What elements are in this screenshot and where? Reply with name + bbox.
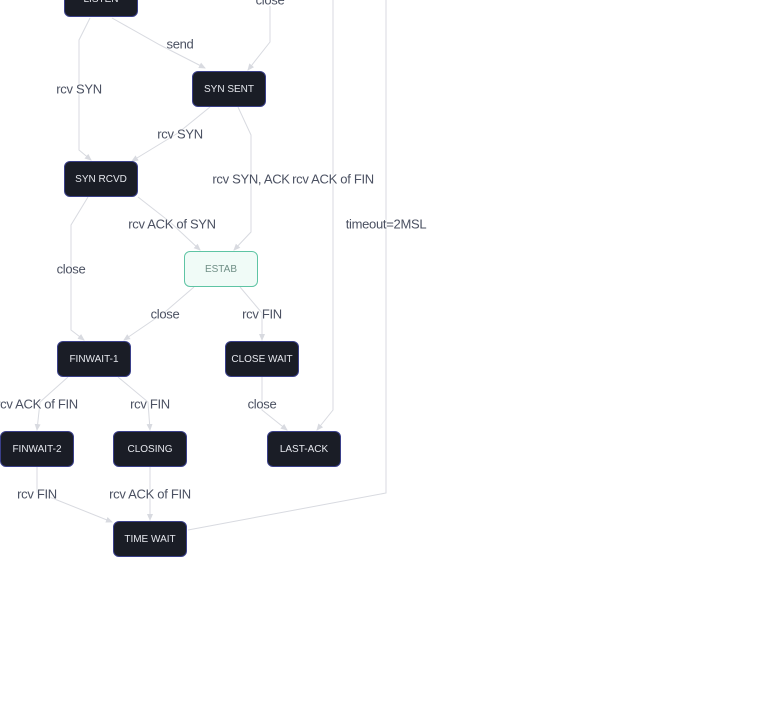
edge-top-lastack — [316, 0, 334, 431]
edge-label-close-left: close — [56, 261, 86, 277]
edge-synsent-estab — [233, 106, 252, 251]
edge-label-rcv-ack-of-syn: rcv ACK of SYN — [128, 216, 216, 232]
edge-finwait1-finwait2 — [34, 376, 69, 431]
edge-label-close-closewait: close — [247, 396, 277, 412]
node-closing[interactable]: CLOSING — [113, 431, 187, 467]
node-finwait-2[interactable]: FINWAIT-2 — [0, 431, 74, 467]
edge-synrcvd-estab — [137, 196, 201, 251]
edge-label-send: send — [166, 36, 194, 52]
edge-estab-finwait1 — [123, 286, 195, 341]
node-finwait-1[interactable]: FINWAIT-1 — [57, 341, 131, 377]
edge-label-close-estab: close — [150, 306, 180, 322]
node-estab[interactable]: ESTAB — [184, 251, 258, 287]
edge-label-rcv-ack-of-fin-left: rcv ACK of FIN — [0, 396, 78, 412]
edge-label-rcv-syn-ack: rcv SYN, ACK — [212, 171, 290, 187]
edge-synsent-synrcvd — [131, 106, 211, 162]
edge-label-timeout: timeout=2MSL — [345, 216, 427, 232]
node-syn-sent[interactable]: SYN SENT — [192, 71, 266, 107]
node-syn-rcvd[interactable]: SYN RCVD — [64, 161, 138, 197]
edge-label-close-top: close — [255, 0, 285, 8]
node-close-wait[interactable]: CLOSE WAIT — [225, 341, 299, 377]
node-last-ack[interactable]: LAST-ACK — [267, 431, 341, 467]
node-listen[interactable]: LISTEN — [64, 0, 138, 17]
edge-finwait2-timewait — [36, 467, 113, 523]
edge-closewait-lastack — [261, 377, 288, 431]
edge-label-rcv-fin-finwait1: rcv FIN — [130, 396, 170, 412]
edge-label-rcv-syn-mid: rcv SYN — [157, 126, 203, 142]
edge-close-synsent — [247, 6, 271, 71]
edge-label-rcv-fin-estab: rcv FIN — [242, 306, 282, 322]
edge-listen-synrcvd — [78, 17, 92, 161]
edge-label-rcv-ack-of-fin-closing: rcv ACK of FIN — [109, 486, 191, 502]
edge-label-rcv-syn-left: rcv SYN — [56, 81, 102, 97]
edge-estab-closewait — [239, 286, 265, 341]
edge-label-rcv-fin-finwait2: rcv FIN — [17, 486, 57, 502]
edge-label-rcv-ack-of-fin-top: rcv ACK of FIN — [292, 171, 374, 187]
edge-synrcvd-finwait1 — [70, 196, 89, 341]
edge-finwait1-closing — [117, 376, 153, 431]
edge-listen-synsent — [111, 17, 206, 69]
edge-timewait-timeout — [187, 0, 387, 531]
node-time-wait[interactable]: TIME WAIT — [113, 521, 187, 557]
